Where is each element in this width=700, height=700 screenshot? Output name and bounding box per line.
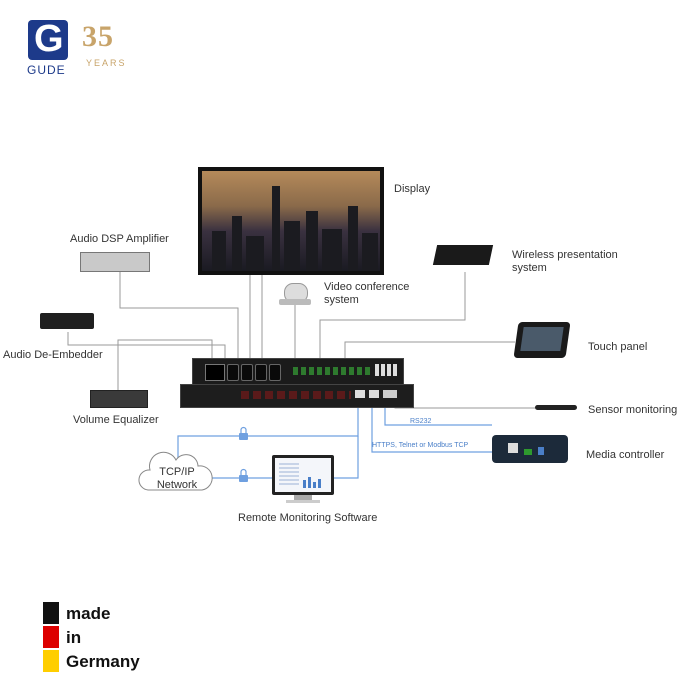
anniversary-word: YEARS — [86, 58, 127, 68]
flag-black-stripe — [43, 602, 59, 624]
pdu-upper — [192, 358, 404, 386]
label-de-embedder: Audio De-Embedder — [3, 349, 103, 361]
label-volume-eq: Volume Equalizer — [73, 414, 159, 426]
pdu-lower — [180, 384, 414, 408]
in-text: in — [66, 628, 82, 647]
gude-logo-text: GUDE — [27, 63, 66, 77]
display-screen — [202, 171, 380, 271]
line-audio-dsp — [119, 272, 239, 358]
monitor-screen — [275, 458, 331, 492]
line-network-pdu — [177, 396, 359, 458]
cloud-icon — [138, 451, 213, 491]
label-wireless: Wireless presentation system — [512, 249, 618, 274]
line-wireless — [319, 272, 466, 358]
lock-icon — [239, 468, 248, 482]
label-rs232: RS232 — [410, 418, 432, 425]
germany-text: Germany — [66, 652, 140, 671]
line-volume-eq — [117, 339, 213, 390]
label-network: TCP/IP Network — [156, 466, 198, 491]
monitor-stand — [294, 495, 312, 501]
audio-dsp-device — [80, 252, 150, 272]
label-media-controller: Media controller — [586, 449, 665, 461]
label-display: Display — [394, 183, 431, 195]
label-remote-software: Remote Monitoring Software — [238, 512, 378, 524]
lock-icon — [239, 426, 248, 440]
gude-logo-letter: G — [34, 18, 64, 60]
line-sensor — [394, 396, 535, 409]
flag-gold-stripe — [43, 650, 59, 672]
line-https — [371, 396, 492, 453]
media-controller-device — [492, 435, 568, 463]
touch-panel-screen — [520, 327, 564, 351]
line-de-embedder — [67, 332, 226, 358]
de-embedder-device — [40, 313, 94, 329]
anniversary-number: 35 — [82, 20, 114, 53]
flag-red-stripe — [43, 626, 59, 648]
label-touch-panel: Touch panel — [588, 341, 648, 353]
label-video-conf: Video conference system — [324, 281, 410, 306]
gude-logo — [28, 20, 68, 60]
volume-eq-device — [90, 390, 148, 408]
camera-base — [279, 299, 311, 305]
wireless-device — [432, 245, 494, 265]
label-sensor: Sensor monitoring — [588, 404, 678, 416]
monitor-foot — [286, 500, 320, 503]
line-monitor-pdu — [334, 436, 359, 479]
line-touch-panel — [344, 341, 515, 358]
sensor-device — [535, 405, 577, 410]
label-protocols: HTTPS, Telnet or Modbus TCP — [372, 442, 469, 449]
made-text: made — [66, 604, 111, 623]
label-audio-dsp: Audio DSP Amplifier — [70, 233, 169, 245]
